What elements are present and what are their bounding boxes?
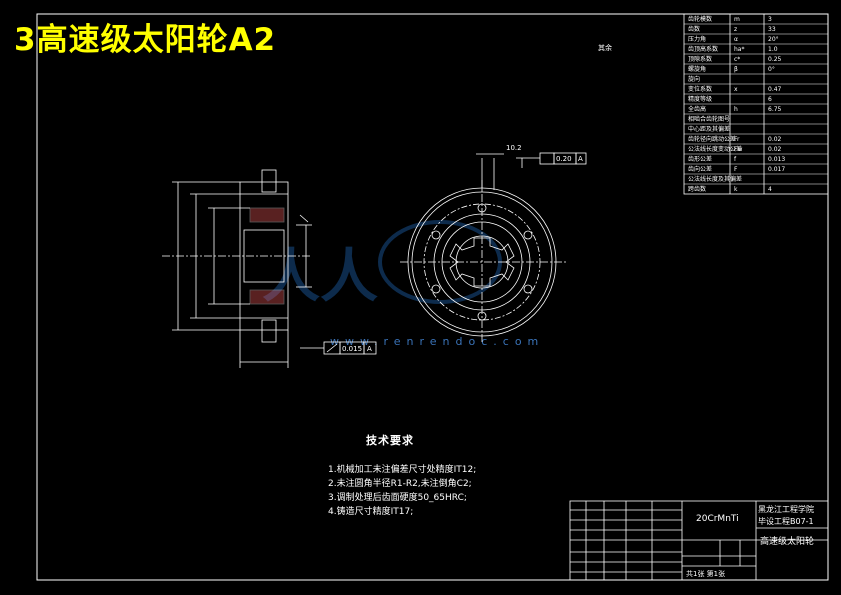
param-name: 齿向公差 [688, 165, 712, 173]
param-symbol: f [734, 156, 737, 163]
datum-right: A [578, 155, 583, 163]
sheet-info: 共1张 第1张 [686, 570, 726, 578]
watermark-text: www.renrendoc.com [330, 335, 544, 348]
param-value: 0.017 [768, 166, 785, 173]
param-value: 6 [768, 96, 772, 103]
sheet-border [36, 13, 829, 581]
param-name: 精度等级 [688, 95, 712, 103]
param-name: 旋向 [688, 75, 700, 83]
param-symbol: k [734, 186, 738, 193]
section-view [162, 169, 312, 368]
param-value: 0.47 [768, 86, 782, 93]
material: 20CrMnTi [696, 514, 739, 524]
param-name: 齿轮径向跳动公差 [688, 135, 736, 143]
param-symbol: x [734, 86, 738, 93]
param-value: 20° [768, 36, 779, 43]
param-value: 0° [768, 66, 775, 73]
param-symbol: m [734, 16, 740, 23]
param-value: 1.0 [768, 46, 778, 53]
tolerance-frame-right [539, 152, 587, 165]
param-name: 相啮合齿轮图号 [688, 115, 730, 123]
param-value: 3 [768, 16, 772, 23]
tech-requirement-item: 1.机械加工未注偏差尺寸处精度IT12; [328, 465, 477, 475]
front-view [400, 153, 566, 344]
param-name: 跨齿数 [688, 185, 706, 193]
param-name: 变位系数 [688, 85, 712, 93]
datum-left: A [367, 345, 372, 353]
param-symbol: z [734, 26, 737, 33]
param-name: 顶隙系数 [688, 55, 712, 63]
dim-top: 10.2 [506, 144, 522, 152]
drawing-title: 3高速级太阳轮A2 [14, 22, 277, 58]
param-value: 0.02 [768, 136, 782, 143]
param-value: 0.25 [768, 56, 782, 63]
tech-requirement-item: 2.未注圆角半径R1-R2,未注倒角C2; [328, 479, 472, 489]
param-name: 公法线长度变动公差 [688, 145, 742, 153]
tech-requirements-heading: 技术要求 [366, 434, 414, 447]
title-block-frame [569, 500, 829, 581]
tech-requirement-item: 3.调制处理后齿面硬度50_65HRC; [328, 493, 467, 503]
param-symbol: h [734, 106, 738, 113]
svg-text:人人: 人人 [262, 242, 378, 310]
param-name: 公法线长度及其偏差 [688, 175, 742, 183]
param-name: 压力角 [688, 35, 706, 43]
param-name: 齿顶高系数 [688, 45, 718, 53]
param-name: 螺旋角 [688, 65, 706, 73]
param-symbol: β [734, 66, 738, 73]
tolerance-right-value: 0.20 [556, 155, 572, 163]
param-name: 中心距及其偏差 [688, 125, 730, 133]
param-value: 0.013 [768, 156, 785, 163]
param-name: 齿形公差 [688, 155, 712, 163]
param-value: 33 [768, 26, 776, 33]
param-value: 0.02 [768, 146, 782, 153]
tolerance-left-value: 0.015 [342, 345, 362, 353]
param-symbol: Fw [734, 146, 742, 153]
param-value: 4 [768, 186, 772, 193]
watermark-logo: 人人 [262, 220, 502, 310]
param-name: 齿数 [688, 25, 700, 33]
drawing-number: 毕设工程B07-1 [758, 517, 814, 526]
param-name: 齿轮模数 [688, 15, 712, 23]
tech-requirement-item: 4.铸造尺寸精度IT17; [328, 507, 414, 517]
param-symbol: c* [734, 56, 740, 63]
param-name: 全齿高 [688, 105, 706, 113]
param-symbol: F [734, 166, 738, 173]
param-symbol: ha* [734, 46, 744, 53]
param-symbol: α [734, 36, 738, 43]
param-value: 6.75 [768, 106, 782, 113]
tolerance-frame-left [300, 341, 377, 355]
note-top-right: 其余 [598, 43, 612, 52]
part-name: 高速级太阳轮 [760, 537, 815, 547]
param-symbol: Fr [734, 136, 740, 143]
school-name: 黑龙江工程学院 [758, 505, 814, 514]
